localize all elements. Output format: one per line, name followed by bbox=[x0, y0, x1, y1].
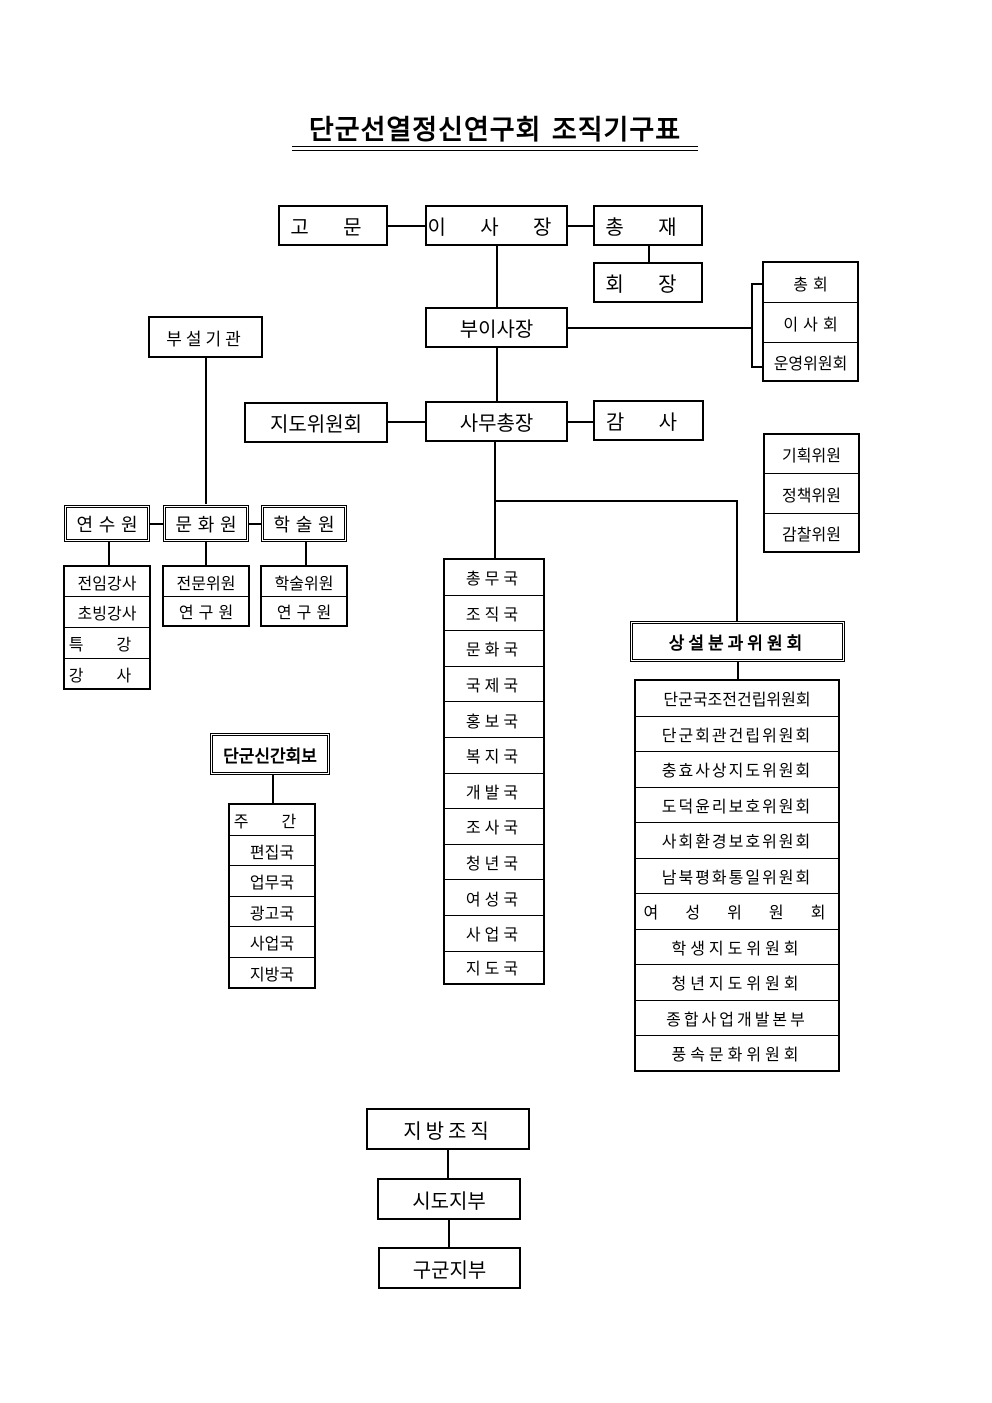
connector bbox=[448, 1219, 450, 1248]
bureau-item: 홍보국 bbox=[445, 702, 543, 738]
title-underline-2 bbox=[292, 150, 698, 151]
standing-item: 단군회관건립위원회 bbox=[636, 717, 838, 752]
connector bbox=[496, 347, 498, 402]
newspaper-item: 편집국 bbox=[230, 836, 314, 866]
training-staff-stack: 전임강사 초빙강사 특 강 강 사 bbox=[63, 565, 151, 690]
president-box: 회 장 bbox=[593, 262, 703, 303]
governance-stack: 총 회 이 사 회 운영위원회 bbox=[762, 261, 859, 382]
bureau-item: 조직국 bbox=[445, 596, 543, 632]
committee-item: 정책위원 bbox=[765, 474, 858, 514]
connector bbox=[205, 542, 207, 566]
staff-item: 전임강사 bbox=[65, 567, 149, 597]
committee-item: 기획위원 bbox=[765, 435, 858, 474]
province-branch-box: 시도지부 bbox=[377, 1178, 521, 1220]
bracket-line bbox=[751, 366, 763, 368]
newspaper-item: 주 간 bbox=[230, 805, 314, 836]
vice-chairman-box: 부이사장 bbox=[425, 307, 568, 348]
connector bbox=[247, 523, 262, 525]
standing-item: 도덕윤리보호위원회 bbox=[636, 788, 838, 823]
bureau-item: 청년국 bbox=[445, 845, 543, 881]
academic-institute-box: 학 술 원 bbox=[261, 505, 347, 542]
newspaper-item: 업무국 bbox=[230, 866, 314, 897]
bureau-item: 국제국 bbox=[445, 667, 543, 703]
bureau-item: 여성국 bbox=[445, 880, 543, 916]
staff-item: 전문위원 bbox=[164, 567, 248, 597]
standing-committees-box: 상설분과위원회 bbox=[630, 621, 845, 662]
newspaper-box: 단군신간회보 bbox=[210, 733, 330, 775]
newspaper-item: 지방국 bbox=[249, 964, 295, 984]
advisor-box: 고 문 bbox=[278, 205, 388, 246]
secretary-general-box: 사무총장 bbox=[425, 401, 568, 442]
connector bbox=[736, 500, 738, 622]
connector bbox=[737, 661, 739, 680]
connector bbox=[567, 327, 751, 329]
connector bbox=[648, 245, 650, 262]
bracket-line bbox=[751, 283, 763, 285]
bureau-item: 사업국 bbox=[445, 916, 543, 952]
bureau-item: 복지국 bbox=[445, 738, 543, 774]
connector bbox=[149, 523, 164, 525]
newspaper-stack: 주 간 편집국 업무국 광고국 사업국 지방국 bbox=[228, 803, 316, 989]
audit-box: 감 사 bbox=[593, 400, 704, 441]
staff-item: 연 구 원 bbox=[178, 603, 234, 622]
connector bbox=[305, 542, 307, 566]
staff-item: 초빙강사 bbox=[65, 597, 149, 628]
bureau-item: 조사국 bbox=[445, 809, 543, 845]
standing-item: 사회환경보호위원회 bbox=[636, 823, 838, 859]
chart-title: 단군선열정신연구회 조직기구표 bbox=[308, 115, 682, 146]
committees-stack: 기획위원 정책위원 감찰위원 bbox=[763, 433, 860, 553]
regional-organization-box: 지방조직 bbox=[366, 1108, 530, 1150]
standing-item: 풍속문화위원회 bbox=[671, 1045, 803, 1064]
affiliated-institutions-box: 부설기관 bbox=[148, 316, 263, 358]
newspaper-item: 사업국 bbox=[230, 927, 314, 958]
staff-item: 학술위원 bbox=[262, 567, 346, 597]
bureau-item: 문화국 bbox=[445, 631, 543, 667]
academic-staff-stack: 학술위원 연 구 원 bbox=[260, 565, 348, 627]
standing-item: 남북평화통일위원회 bbox=[636, 859, 838, 894]
staff-item: 특 강 bbox=[65, 628, 149, 659]
standing-item: 청년지도위원회 bbox=[636, 965, 838, 1001]
standing-item: 학생지도위원회 bbox=[636, 930, 838, 965]
title-underline-1 bbox=[292, 146, 698, 147]
standing-item: 단군국조전건립위원회 bbox=[636, 681, 838, 717]
bureau-item: 지도국 bbox=[465, 959, 523, 979]
standing-committees-stack: 단군국조전건립위원회 단군회관건립위원회 충효사상지도위원회 도덕윤리보호위원회… bbox=[634, 679, 840, 1072]
bureau-item: 총무국 bbox=[445, 560, 543, 596]
bureau-item: 개발국 bbox=[445, 774, 543, 810]
bureaus-stack: 총무국 조직국 문화국 국제국 홍보국 복지국 개발국 조사국 청년국 여성국 … bbox=[443, 558, 545, 985]
training-institute-box: 연 수 원 bbox=[64, 505, 150, 542]
culture-staff-stack: 전문위원 연 구 원 bbox=[162, 565, 250, 627]
culture-institute-box: 문 화 원 bbox=[163, 505, 249, 542]
connector bbox=[494, 500, 736, 502]
district-branch-box: 구군지부 bbox=[378, 1247, 521, 1289]
standing-item: 종합사업개발본부 bbox=[636, 1001, 838, 1036]
governance-item: 총 회 bbox=[764, 263, 857, 303]
connector bbox=[272, 774, 274, 803]
chairman-board-box: 이 사 장 bbox=[425, 205, 568, 246]
standing-item: 충효사상지도위원회 bbox=[636, 752, 838, 788]
governance-item: 운영위원회 bbox=[773, 353, 848, 373]
newspaper-item: 광고국 bbox=[230, 897, 314, 927]
connector bbox=[567, 421, 594, 423]
connector bbox=[205, 358, 207, 504]
connector bbox=[108, 542, 110, 566]
standing-item: 여 성 위 원 회 bbox=[636, 894, 838, 930]
connector bbox=[567, 225, 594, 227]
staff-item: 연 구 원 bbox=[276, 603, 332, 622]
guidance-committee-box: 지도위원회 bbox=[244, 402, 388, 443]
governance-item: 이 사 회 bbox=[764, 303, 857, 343]
staff-item: 강 사 bbox=[68, 665, 146, 685]
connector bbox=[387, 225, 426, 227]
connector bbox=[496, 245, 498, 308]
bracket-line bbox=[751, 283, 753, 367]
president-general-box: 총 재 bbox=[593, 205, 703, 246]
connector bbox=[387, 421, 426, 423]
committee-item: 감찰위원 bbox=[782, 524, 841, 544]
connector bbox=[447, 1149, 449, 1179]
